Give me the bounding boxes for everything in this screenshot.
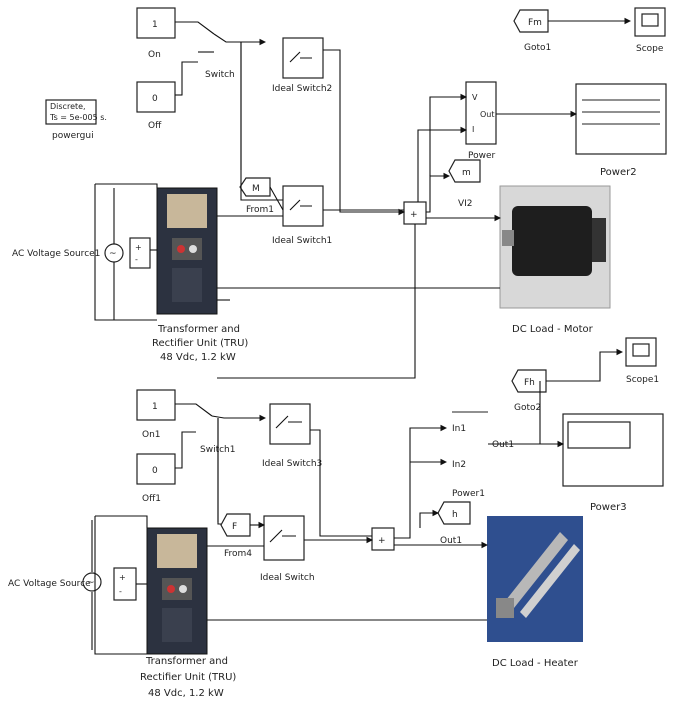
powergui-line2: Ts = 5e-005 s.	[49, 113, 107, 122]
ideal-switch1-label: Ideal Switch1	[272, 236, 332, 246]
from-m-label: From1	[246, 205, 274, 215]
ac-source-bottom[interactable]: ~ AC Voltage Source	[8, 573, 101, 591]
power-in1: V	[472, 93, 478, 102]
in1-port: In1	[452, 424, 466, 434]
in1-label: In1	[452, 424, 466, 434]
goto-h-value: h	[452, 510, 458, 520]
const-off-value: 0	[152, 94, 158, 104]
const-on1-block[interactable]: 1 On1	[137, 390, 175, 440]
ac-source-bottom-label: AC Voltage Source	[8, 579, 91, 589]
svg-text:-: -	[135, 255, 138, 264]
power2-label: Power2	[600, 167, 637, 178]
goto-fh-value: Fh	[524, 378, 535, 388]
out1-label: Out1	[492, 440, 514, 450]
power-block[interactable]: V I Out Power	[466, 82, 496, 161]
heater-label: DC Load - Heater	[492, 658, 579, 669]
scope-label: Scope	[636, 44, 664, 54]
in2-label: In2	[452, 460, 466, 470]
tru-bottom-line2: Rectifier Unit (TRU)	[140, 672, 236, 683]
const-off-block[interactable]: 0 Off	[137, 82, 175, 131]
ac-terminal-top: + -	[130, 238, 150, 268]
tru-bottom-label: Transformer and Rectifier Unit (TRU) 48 …	[140, 656, 236, 699]
scope-block[interactable]: Scope	[635, 8, 665, 54]
switch-block[interactable]: Switch	[175, 22, 265, 95]
svg-text:+: +	[135, 243, 142, 252]
svg-text:-: -	[119, 587, 122, 596]
goto-m-label: VI2	[458, 199, 473, 209]
svg-text:+: +	[119, 573, 126, 582]
const-on-value: 1	[152, 20, 158, 30]
const-off-label: Off	[148, 121, 162, 131]
sum-block-bottom[interactable]: +	[372, 528, 394, 550]
svg-text:~: ~	[109, 249, 117, 259]
goto-fm-block[interactable]: Fm Goto1	[514, 10, 551, 53]
power2-display[interactable]: Power2	[576, 84, 666, 178]
power1-label: Power1	[452, 489, 485, 499]
heater-image[interactable]: DC Load - Heater	[487, 516, 583, 669]
from-f-block[interactable]: F From4	[221, 514, 252, 559]
ideal-switch3-label: Ideal Switch3	[262, 459, 322, 469]
goto-m-block[interactable]: m VI2	[449, 160, 480, 209]
const-off1-label: Off1	[142, 494, 161, 504]
power3-display[interactable]: Power3	[563, 414, 663, 513]
in2-port: In2	[452, 460, 466, 470]
const-on-block[interactable]: 1 On	[137, 8, 175, 60]
tru-top-label: Transformer and Rectifier Unit (TRU) 48 …	[152, 324, 248, 363]
ideal-switch-label: Ideal Switch	[260, 573, 315, 583]
tru-top-image[interactable]	[157, 188, 217, 314]
switch1-block[interactable]: Switch1	[175, 404, 265, 468]
svg-text:+: +	[378, 536, 386, 546]
ac-terminal-bottom: + -	[114, 568, 136, 600]
const-on-label: On	[148, 50, 161, 60]
tru-bottom-line3: 48 Vdc, 1.2 kW	[148, 688, 224, 699]
ideal-switch2-label: Ideal Switch2	[272, 84, 332, 94]
power-in2: I	[472, 125, 474, 134]
tru-top-line2: Rectifier Unit (TRU)	[152, 338, 248, 349]
switch-label: Switch	[205, 70, 235, 80]
motor-image[interactable]: DC Load - Motor	[500, 186, 610, 335]
from-m-value: M	[252, 184, 260, 194]
const-on1-value: 1	[152, 402, 158, 412]
tru-top-line1: Transformer and	[157, 324, 240, 335]
tru-bottom-image[interactable]	[147, 528, 207, 654]
const-off1-block[interactable]: 0 Off1	[137, 454, 175, 504]
ideal-switch3-block[interactable]: Ideal Switch3	[262, 404, 322, 469]
ideal-switch2-block[interactable]: Ideal Switch2	[272, 38, 332, 94]
powergui-block[interactable]: Discrete, Ts = 5e-005 s. powergui	[46, 100, 107, 141]
svg-text:+: +	[410, 210, 418, 220]
goto-fm-label: Goto1	[524, 43, 551, 53]
sum-block-top[interactable]: +	[404, 202, 426, 224]
goto-h-block[interactable]: h Power1 Out1	[438, 489, 485, 546]
tru-top-line3: 48 Vdc, 1.2 kW	[160, 352, 236, 363]
scope1-label: Scope1	[626, 375, 659, 385]
ideal-switch-block[interactable]: Ideal Switch	[260, 516, 315, 583]
from-f-value: F	[232, 522, 237, 532]
powergui-label: powergui	[52, 131, 94, 141]
const-off1-value: 0	[152, 466, 158, 476]
from-f-label: From4	[224, 549, 252, 559]
motor-label: DC Load - Motor	[512, 324, 594, 335]
const-on1-label: On1	[142, 430, 161, 440]
tru-bottom-line1: Transformer and	[145, 656, 228, 667]
ac-source-top-label: AC Voltage Source1	[12, 249, 100, 259]
power-out: Out	[480, 110, 495, 119]
goto-fm-value: Fm	[528, 18, 542, 28]
power3-label: Power3	[590, 502, 627, 513]
goto-fh-label: Goto2	[514, 403, 541, 413]
scope1-block[interactable]: Scope1	[626, 338, 659, 385]
from-m-block[interactable]: M From1	[240, 178, 274, 215]
ac-source-top[interactable]: ~ AC Voltage Source1	[12, 244, 123, 262]
powergui-line1: Discrete,	[50, 102, 86, 111]
goto-m-value: m	[462, 168, 471, 178]
goto-fh-block[interactable]: Fh Goto2	[512, 370, 546, 413]
